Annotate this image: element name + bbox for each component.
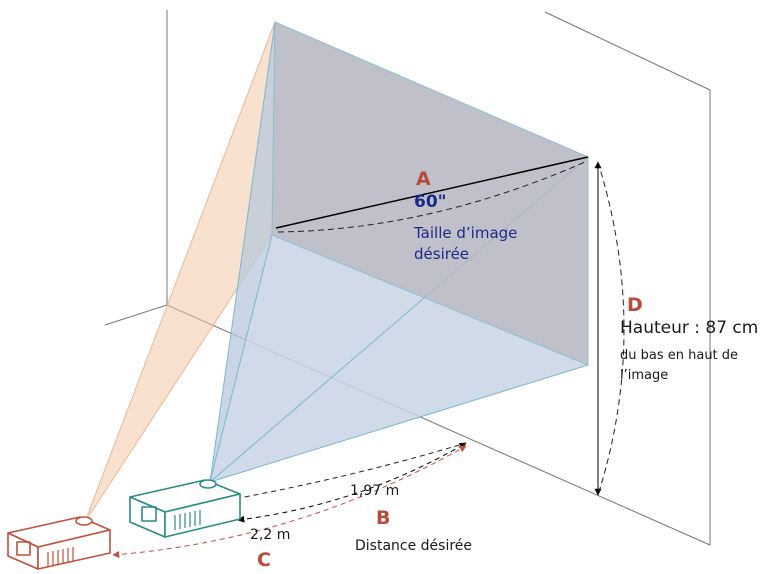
screen-diagonal	[275, 156, 589, 229]
diagonal-caption-line1: Taille d’image	[414, 224, 518, 242]
far-distance-arrow	[112, 445, 467, 558]
diagonal-value: 60"	[414, 192, 447, 212]
distance-caption: Distance désirée	[355, 538, 473, 554]
floor-left-edge	[104, 304, 168, 326]
beam-bottom-face	[210, 235, 588, 482]
height-caption-line2: l’image	[620, 368, 669, 383]
distance-letter-label: B	[376, 507, 391, 529]
height-dash-arc	[597, 161, 625, 496]
far-letter-label: C	[257, 549, 271, 571]
far-beam-edge-top	[84, 21, 276, 523]
ceiling-edge	[544, 11, 711, 91]
near-projector-icon	[129, 479, 241, 538]
diagonal-dash-arc	[277, 161, 586, 233]
near-distance-value: 1,97 m	[350, 483, 400, 499]
height-letter-label: D	[627, 294, 643, 316]
height-value: Hauteur : 87 cm	[620, 318, 759, 338]
far-distance-value: 2,2 m	[250, 527, 291, 543]
diagonal-letter-label: A	[416, 168, 431, 190]
height-caption-line1: du bas en haut de	[620, 348, 739, 363]
diagonal-caption-line2: désirée	[414, 245, 470, 263]
far-projector-icon	[7, 516, 111, 570]
